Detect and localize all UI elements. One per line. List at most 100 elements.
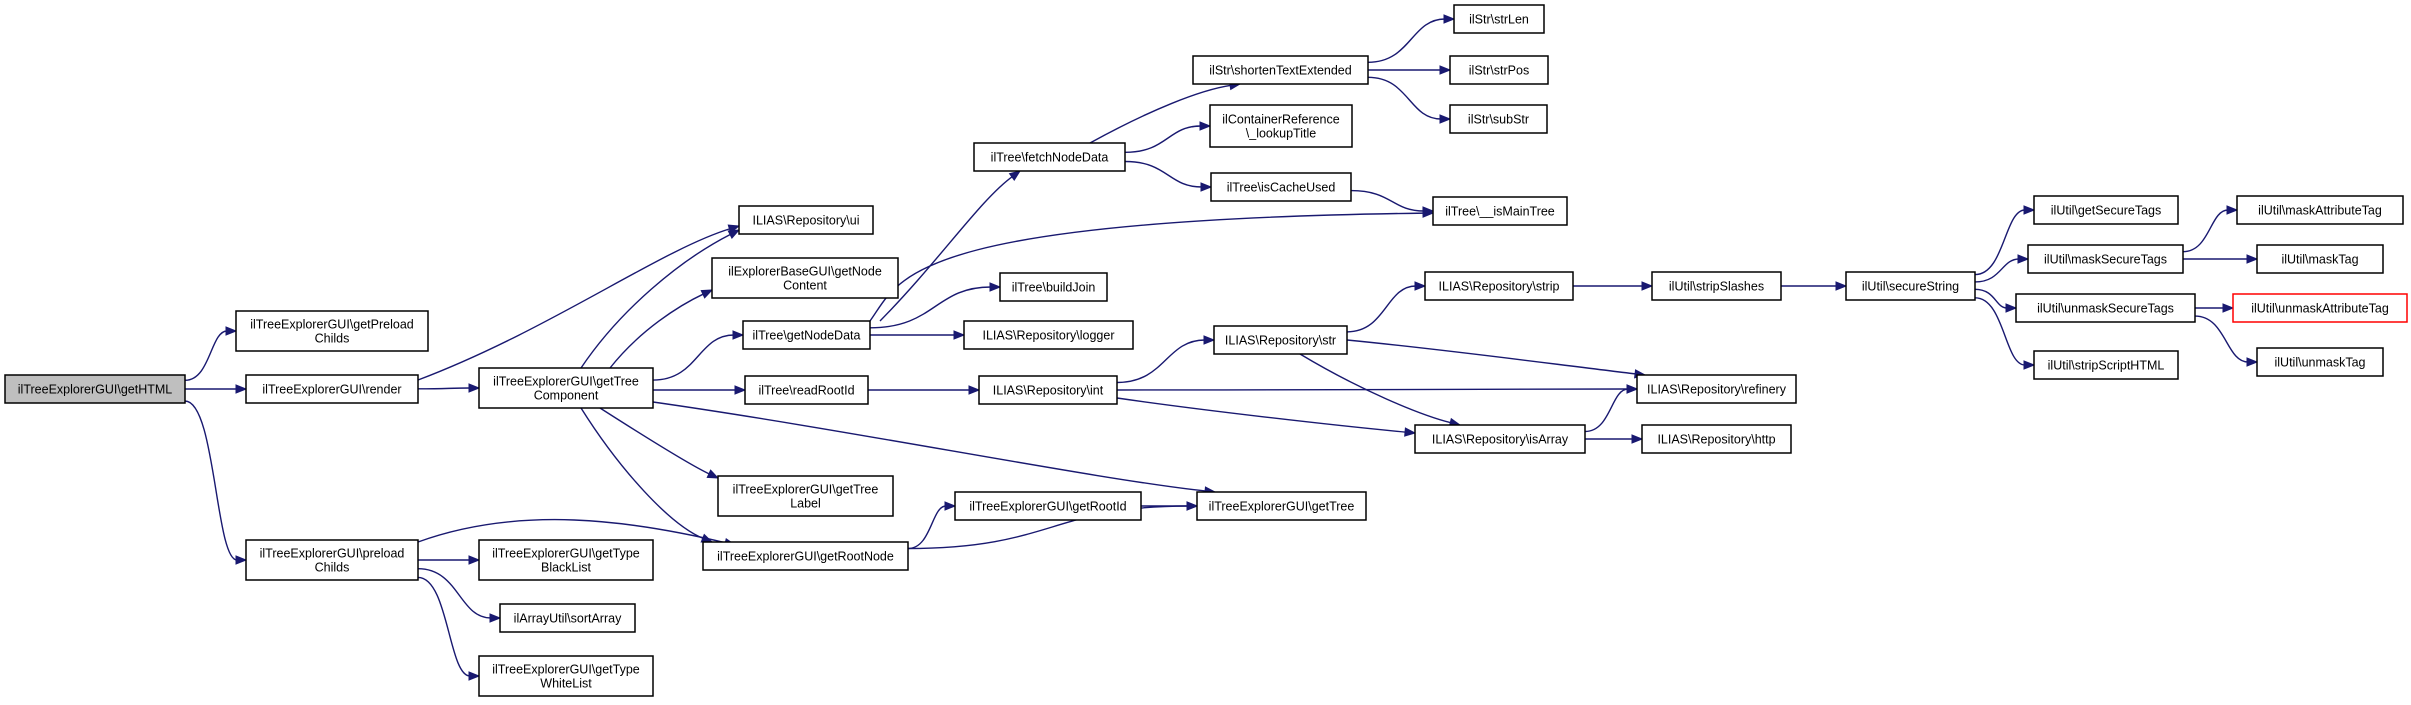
edge-line — [1116, 339, 1206, 384]
node-label: ilTreeExplorerGUI\getPreload — [250, 318, 414, 332]
arrow-head-icon — [700, 289, 714, 299]
node-label: ilExplorerBaseGUI\getNode — [728, 265, 882, 279]
edge-maskSecureTags-to-maskTag — [2183, 254, 2259, 264]
node-label: ilStr\strPos — [1469, 64, 1529, 78]
node-repoRefinery[interactable]: ILIAS\Repository\refinery — [1636, 374, 1797, 404]
edge-shortenTextExtended-to-subStr — [1367, 76, 1452, 124]
edge-line — [417, 568, 492, 619]
node-buildJoin[interactable]: ilTree\buildJoin — [999, 272, 1108, 302]
edge-line — [417, 227, 731, 381]
edge-getTreeComponent-to-repoUi — [580, 229, 741, 369]
node-box — [478, 655, 654, 697]
arrow-head-icon — [235, 384, 248, 394]
node-box — [245, 539, 419, 581]
node-box — [4, 374, 186, 404]
arrow-head-icon — [1414, 281, 1427, 291]
node-repoIsArray[interactable]: ILIAS\Repository\isArray — [1414, 424, 1586, 454]
arrow-head-icon — [1200, 182, 1213, 192]
node-repoInt[interactable]: ILIAS\Repository\int — [978, 375, 1118, 405]
node-getRootNode[interactable]: ilTreeExplorerGUI\getRootNode — [702, 541, 909, 571]
arrow-head-icon — [468, 555, 481, 565]
node-getHTML[interactable]: ilTreeExplorerGUI\getHTML — [4, 374, 186, 404]
edge-secureString-to-unmaskSecureTags — [1974, 288, 2018, 313]
node-box — [1213, 325, 1348, 355]
node-shortenTextExtended[interactable]: ilStr\shortenTextExtended — [1192, 55, 1369, 85]
node-repoStr[interactable]: ILIAS\Repository\str — [1213, 325, 1348, 355]
edge-secureString-to-stripScriptHTML — [1974, 297, 2036, 370]
edge-line — [2194, 315, 2249, 363]
node-box — [738, 205, 874, 235]
edge-line — [1367, 76, 1442, 120]
node-strLen[interactable]: ilStr\strLen — [1453, 4, 1545, 34]
node-isCacheUsed[interactable]: ilTree\isCacheUsed — [1210, 172, 1352, 202]
node-getSecureTags[interactable]: ilUtil\getSecureTags — [2033, 195, 2179, 225]
edge-line — [1974, 297, 2026, 366]
node-repoStrip[interactable]: ILIAS\Repository\strip — [1424, 271, 1574, 301]
node-stripSlashes[interactable]: ilUtil\stripSlashes — [1651, 271, 1782, 301]
node-maskSecureTags[interactable]: ilUtil\maskSecureTags — [2027, 244, 2184, 274]
nodes-layer: ilTreeExplorerGUI\getHTML ilTreeExplorerG… — [4, 4, 2408, 697]
node-box — [2015, 293, 2196, 323]
edge-preloadChilds-to-sortArray — [417, 568, 502, 623]
node-box — [235, 310, 429, 352]
node-label: ilStr\strLen — [1469, 13, 1529, 27]
node-unmaskAttributeTag[interactable]: ilUtil\unmaskAttributeTag — [2232, 293, 2408, 323]
node-strPos[interactable]: ilStr\strPos — [1449, 55, 1549, 85]
node-getTree[interactable]: ilTreeExplorerGUI\getTree — [1196, 491, 1367, 521]
node-maskAttributeTag[interactable]: ilUtil\maskAttributeTag — [2236, 195, 2404, 225]
node-secureString[interactable]: ilUtil\secureString — [1845, 271, 1976, 301]
node-readRootId[interactable]: ilTree\readRootId — [744, 375, 869, 405]
edge-getRootId-to-getTree — [1141, 501, 1199, 511]
edge-secureString-to-getSecureTags — [1974, 205, 2036, 276]
node-render[interactable]: ilTreeExplorerGUI\render — [245, 374, 419, 404]
node-label: ilTreeExplorerGUI\getType — [492, 547, 640, 561]
node-box — [1453, 4, 1545, 34]
node-box — [499, 603, 636, 633]
edge-repoStr-to-repoRefinery — [1346, 339, 1647, 379]
node-label: ilTreeExplorerGUI\getTree — [733, 483, 879, 497]
edge-unmaskSecureTags-to-unmaskAttributeTag — [2194, 303, 2235, 313]
node-unmaskTag[interactable]: ilUtil\unmaskTag — [2256, 347, 2384, 377]
edge-line — [1367, 18, 1446, 64]
node-repoHttp[interactable]: ILIAS\Repository\http — [1641, 424, 1792, 454]
node-sortArray[interactable]: ilArrayUtil\sortArray — [499, 603, 636, 633]
arrow-head-icon — [727, 229, 741, 239]
node-label: Component — [534, 389, 599, 403]
node-getRootId[interactable]: ilTreeExplorerGUI\getRootId — [954, 491, 1142, 521]
edge-getHTML-to-getPreloadChilds — [184, 326, 238, 381]
node-label: WhiteList — [540, 677, 592, 691]
node-subStr[interactable]: ilStr\subStr — [1449, 104, 1548, 134]
node-box — [2027, 244, 2184, 274]
node-lookupTitle[interactable]: ilContainerReference\_lookupTitle — [1209, 104, 1353, 148]
node-label: ilTreeExplorerGUI\getTree — [493, 375, 639, 389]
edge-render-to-repoUi — [417, 224, 741, 381]
node-repoLogger[interactable]: ILIAS\Repository\logger — [963, 320, 1134, 350]
arrow-head-icon — [2017, 254, 2030, 264]
node-getNodeData[interactable]: ilTree\getNodeData — [742, 320, 871, 350]
node-label: ilUtil\maskTag — [2281, 253, 2358, 267]
arrow-head-icon — [2226, 205, 2239, 215]
node-label: ilUtil\unmaskAttributeTag — [2251, 302, 2389, 316]
edge-secureString-to-maskSecureTags — [1974, 254, 2030, 283]
edge-line — [417, 387, 471, 390]
arrow-head-icon — [1443, 14, 1456, 24]
node-isMainTree[interactable]: ilTree\__isMainTree — [1432, 196, 1568, 226]
edge-repoInt-to-repoIsArray — [1116, 397, 1417, 437]
node-box — [742, 320, 871, 350]
edge-line — [1116, 388, 1629, 391]
node-label: ILIAS\Repository\ui — [753, 214, 860, 228]
node-repoUi[interactable]: ILIAS\Repository\ui — [738, 205, 874, 235]
node-stripScriptHTML[interactable]: ilUtil\stripScriptHTML — [2033, 350, 2179, 380]
node-label: ILIAS\Repository\strip — [1439, 280, 1560, 294]
node-maskTag[interactable]: ilUtil\maskTag — [2256, 244, 2384, 274]
node-box — [963, 320, 1134, 350]
node-fetchNodeData[interactable]: ilTree\fetchNodeData — [973, 142, 1126, 172]
node-unmaskSecureTags[interactable]: ilUtil\unmaskSecureTags — [2015, 293, 2196, 323]
